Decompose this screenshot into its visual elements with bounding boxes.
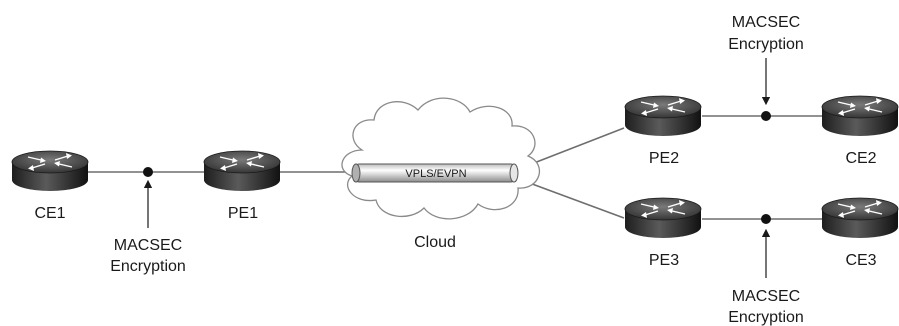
pe2-label: PE2: [649, 150, 679, 167]
pe1-label: PE1: [228, 205, 258, 222]
vpls-tunnel: VPLS/EVPN: [351, 163, 519, 183]
router-ce2: CE2: [821, 95, 899, 167]
macsec-bottom: MACSEC Encryption: [728, 214, 804, 326]
router-pe1: PE1: [203, 150, 281, 222]
router-pe3: PE3: [624, 197, 702, 269]
tunnel-label: VPLS/EVPN: [405, 168, 466, 180]
macsec-point-bottom: [761, 214, 771, 224]
macsec-top-line2: Encryption: [728, 36, 804, 53]
ce2-label: CE2: [845, 150, 876, 167]
macsec-top-line1: MACSEC: [732, 14, 800, 31]
link-cloud-pe3: [515, 177, 625, 219]
router-ce1: CE1: [11, 150, 89, 222]
macsec-point-top: [761, 111, 771, 121]
ce3-label: CE3: [845, 252, 876, 269]
router-pe2: PE2: [624, 95, 702, 167]
ce1-label: CE1: [34, 205, 65, 222]
macsec-bottom-line1: MACSEC: [732, 288, 800, 305]
macsec-left-line2: Encryption: [110, 258, 186, 275]
cloud: VPLS/EVPN Cloud: [341, 97, 540, 251]
router-ce3: CE3: [821, 197, 899, 269]
cloud-shape: [341, 97, 540, 220]
macsec-left: MACSEC Encryption: [110, 167, 186, 275]
macsec-top: MACSEC Encryption: [728, 14, 804, 121]
macsec-point-left: [143, 167, 153, 177]
pe3-label: PE3: [649, 252, 679, 269]
cloud-label: Cloud: [414, 234, 456, 251]
macsec-left-line1: MACSEC: [114, 237, 182, 254]
macsec-bottom-line2: Encryption: [728, 309, 804, 326]
